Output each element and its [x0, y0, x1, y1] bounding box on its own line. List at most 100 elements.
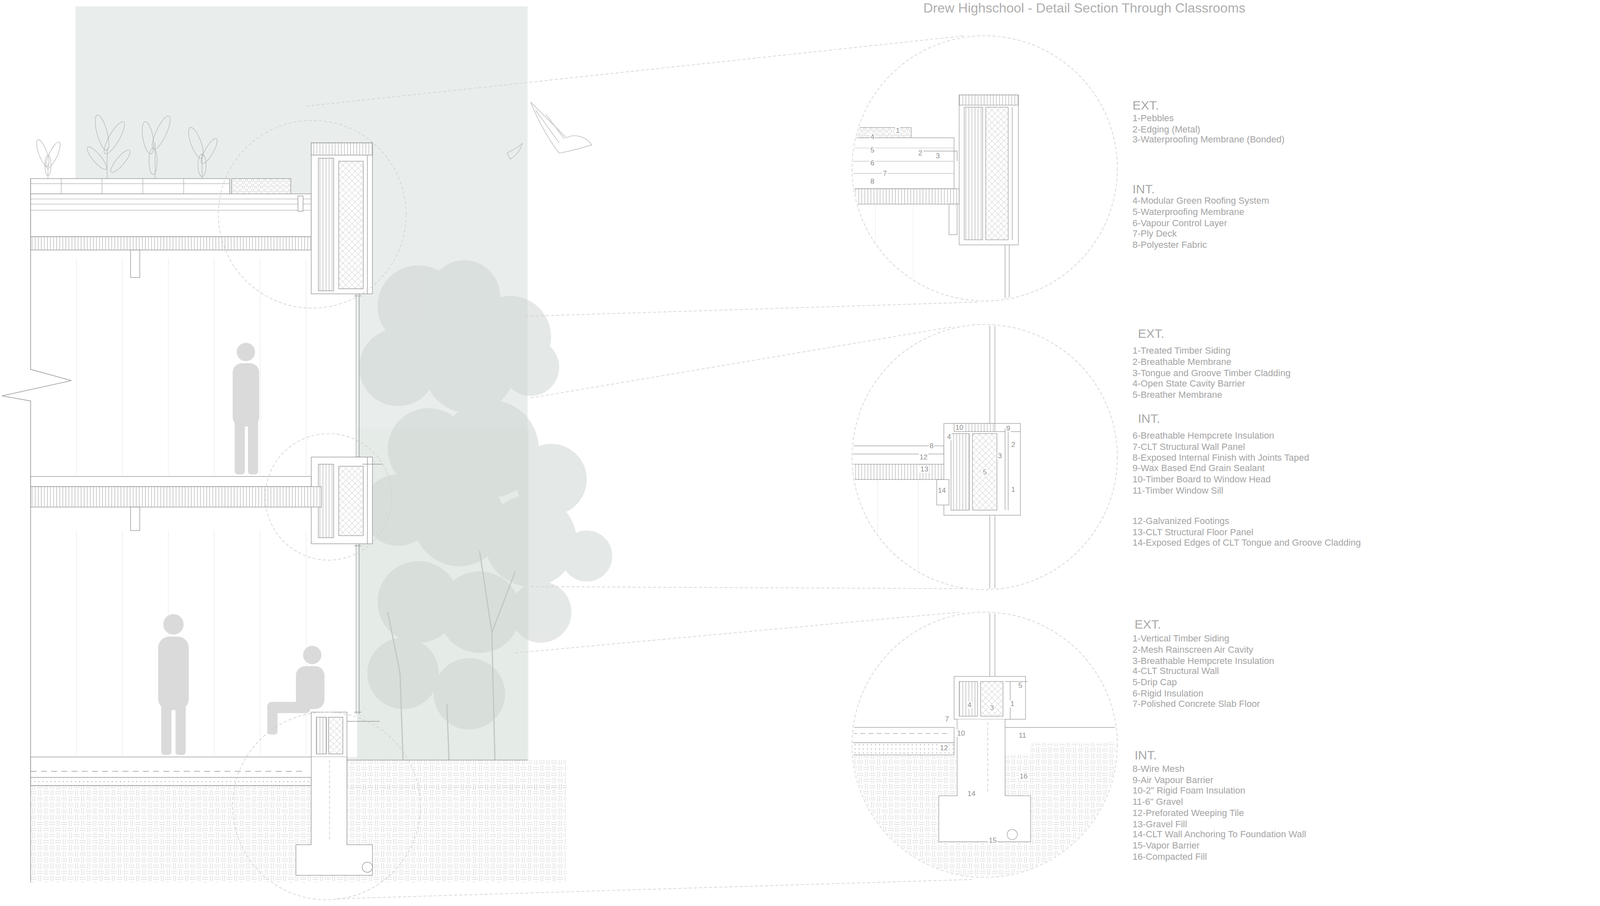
drawing-part: [936, 479, 949, 505]
legend-item: 9-Air Vapour Barrier: [1132, 775, 1214, 786]
callout-number: 12: [918, 453, 929, 461]
drawing-part: [943, 423, 1021, 515]
drawing-part: [306, 35, 980, 317]
drawing-part: [311, 142, 373, 155]
callout-number: 2: [1010, 441, 1016, 449]
legend-item: 6-Vapour Control Layer: [1132, 218, 1228, 229]
legend-item: 3-Tongue and Groove Timber Cladding: [1132, 368, 1291, 379]
drawing-part: [311, 712, 348, 758]
legend-item: 5-Breather Membrane: [1132, 390, 1223, 400]
drawing-part: [2, 352, 72, 409]
drawing-part: [232, 363, 260, 427]
callout-number: 5: [1017, 682, 1023, 690]
drawing-part: [1005, 107, 1013, 307]
legend-item: 3-Breathable Hempcrete Insulation: [1132, 656, 1275, 667]
legend-item: 1-Treated Timber Siding: [1132, 345, 1231, 356]
drawing-part: [236, 342, 255, 362]
callout-number: 4: [946, 433, 952, 441]
legend-item: 8-Wire Mesh: [1132, 764, 1185, 775]
drawing-part: [530, 326, 965, 589]
drawing-part: [318, 158, 334, 291]
callout-number: 10: [954, 424, 965, 432]
drawing-part: [30, 476, 311, 487]
drawing-part: [100, 119, 128, 157]
drawing-part: [855, 127, 912, 138]
legend-item: 1-Pebbles: [1132, 113, 1174, 124]
drawing-part: [852, 147, 955, 174]
legend-item: 7-Polished Concrete Slab Floor: [1132, 699, 1260, 710]
drawing-part: [267, 704, 278, 735]
legend-item: 1-Vertical Timber Siding: [1132, 633, 1230, 644]
drawing-part: [964, 107, 983, 240]
detail-roof-parapet: [852, 95, 1019, 307]
legend-item: 10-2" Rigid Foam Insulation: [1132, 785, 1246, 796]
drawing-part: [1005, 727, 1118, 728]
drawing-part: [561, 530, 613, 582]
drawing-part: [367, 155, 368, 294]
drawing-part: [297, 195, 303, 212]
legend-item: 11-Timber Window Sill: [1132, 485, 1224, 496]
drawing-part: [130, 507, 140, 531]
callout-number: 10: [956, 730, 966, 738]
drawing-part: [347, 721, 380, 722]
drawing-part: [163, 614, 184, 635]
drawing-part: [484, 495, 577, 587]
legend-item: 10-Timber Board to Window Head: [1132, 474, 1271, 485]
legend-item: 4-Modular Green Roofing System: [1132, 195, 1270, 206]
drawing-part: [231, 178, 291, 197]
section-outline: [2, 178, 72, 883]
legend-item: 2-Breathable Membrane: [1132, 357, 1232, 368]
legend-item: 4-CLT Structural Wall: [1132, 666, 1219, 677]
drawing-part: [367, 637, 439, 710]
drawing-part: [852, 733, 950, 734]
drawing-part: [354, 295, 362, 458]
callout-number: 4: [966, 701, 973, 709]
drawing-part: [30, 757, 347, 786]
detail-floor-junction: [852, 324, 1021, 593]
drawing-part: [959, 681, 978, 717]
callout-number: 8: [928, 442, 935, 450]
callout-number: 6: [869, 159, 875, 167]
drawing-part: [852, 188, 960, 205]
legend-item: 3-Waterproofing Membrane (Bonded): [1132, 134, 1285, 145]
drawing-part: [30, 199, 311, 211]
legend-item: 16-Compacted Fill: [1132, 852, 1208, 863]
drawing-part: [175, 704, 186, 755]
legend-item: 12-Preforated Weeping Tile: [1132, 808, 1244, 819]
drawing-part: [218, 120, 407, 309]
roof-assembly: [30, 178, 322, 278]
drawing-part: [852, 727, 955, 743]
legend-heading: INT.: [1134, 748, 1157, 763]
drawing-part: [1007, 829, 1018, 840]
callout-number: 5: [869, 146, 875, 154]
legend-heading: INT.: [1132, 182, 1155, 196]
legend-item: 7-Ply Deck: [1132, 228, 1177, 239]
drawing-part: [328, 717, 343, 755]
legend-item: 14-CLT Wall Anchoring To Foundation Wall: [1132, 829, 1307, 840]
drawing-part: [362, 457, 383, 544]
drawing-part: [338, 466, 364, 536]
callout-number: 1: [1010, 486, 1016, 494]
drawing-part: [265, 433, 393, 561]
drawing-part: [316, 717, 327, 755]
drawing-part: [852, 742, 955, 755]
legend-item: 12-Galvanized Footings: [1132, 516, 1230, 527]
callout-number: 7: [944, 715, 950, 723]
callout-number: 11: [1017, 732, 1028, 740]
drawing-part: [30, 178, 31, 883]
drawing-part: [30, 486, 322, 508]
legend-item: 8-Exposed Internal Finish with Joints Ta…: [1132, 452, 1310, 463]
drawing-part: [447, 704, 450, 761]
reference-circles: [218, 35, 1118, 900]
drawing-part: [387, 612, 404, 761]
window-upper: [354, 293, 362, 460]
drawing-part: [995, 428, 1021, 511]
callout-number: 14: [937, 487, 947, 495]
drawing-part: [980, 681, 1003, 717]
legend-item: 4-Open State Cavity Barrier: [1132, 378, 1245, 389]
drawing-part: [76, 530, 307, 756]
drawing-part: [1030, 742, 1118, 755]
drawing-part: [92, 113, 112, 152]
legend-item: 9-Wax Based End Grain Sealant: [1132, 463, 1265, 474]
